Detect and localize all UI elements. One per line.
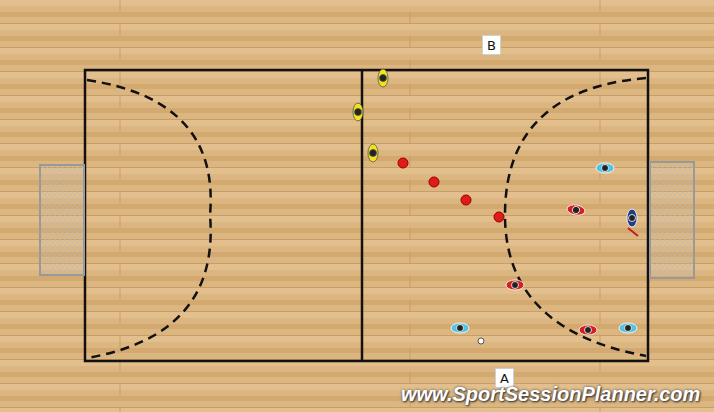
end-letter: A <box>500 372 509 385</box>
end-marker-box: B <box>482 35 501 55</box>
watermark: www.SportSessionPlanner.com <box>401 383 700 406</box>
end-letter: B <box>487 39 496 52</box>
